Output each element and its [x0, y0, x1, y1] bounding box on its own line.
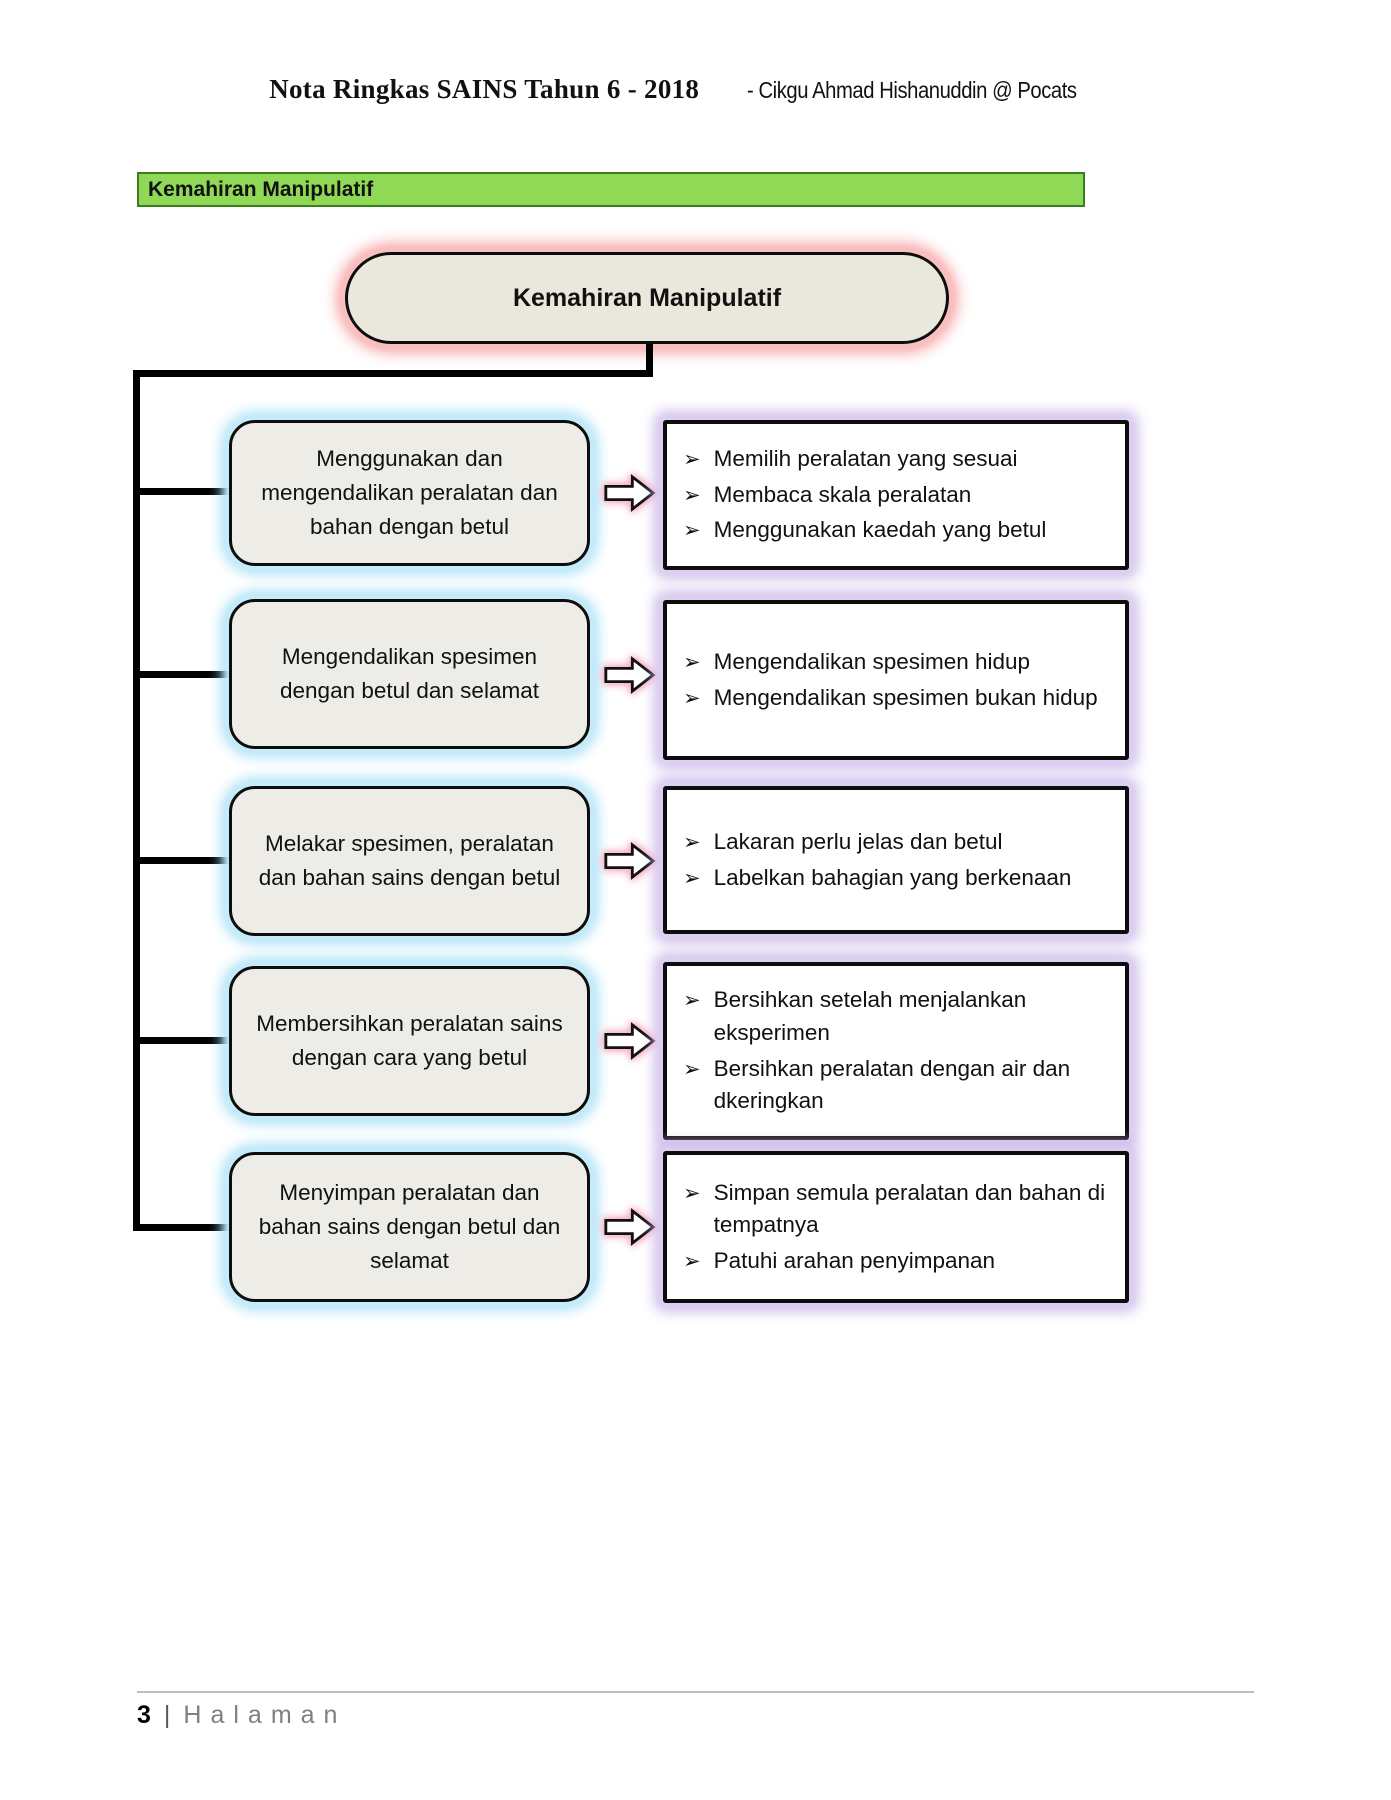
bullet-text: Bersihkan setelah menjalankan eksperimen — [713, 987, 1027, 1045]
connector-stem — [646, 344, 653, 374]
arrow-bullet-icon: ➢ — [683, 1180, 701, 1205]
detail-box-2: ➢ Mengendalikan spesimen hidup ➢ Mengend… — [663, 600, 1129, 760]
section-banner: Kemahiran Manipulatif — [137, 172, 1085, 207]
detail-box-3: ➢ Lakaran perlu jelas dan betul ➢ Labelk… — [663, 786, 1129, 934]
arrow-bullet-icon: ➢ — [683, 649, 701, 674]
detail-box-5: ➢ Simpan semula peralatan dan bahan di t… — [663, 1151, 1129, 1303]
connector-branch-2 — [133, 671, 232, 678]
right-block-arrow-icon — [604, 1208, 656, 1246]
bullet-item: ➢ Simpan semula peralatan dan bahan di t… — [683, 1177, 1109, 1242]
skill-node-3: Melakar spesimen, peralatan dan bahan sa… — [229, 786, 590, 936]
connector-trunk — [133, 370, 140, 1231]
skill-node-2: Mengendalikan spesimen dengan betul dan … — [229, 599, 590, 749]
connector-branch-1 — [133, 488, 232, 495]
connector-branch-5 — [133, 1224, 232, 1231]
bullet-item: ➢ Bersihkan setelah menjalankan eksperim… — [683, 984, 1109, 1049]
bullet-item: ➢ Menggunakan kaedah yang betul — [683, 514, 1109, 547]
bullet-item: ➢ Mengendalikan spesimen bukan hidup — [683, 682, 1109, 715]
arrow-bullet-icon: ➢ — [683, 685, 701, 710]
right-block-arrow-icon — [604, 474, 656, 512]
bullet-text: Menggunakan kaedah yang betul — [713, 517, 1047, 543]
arrow-bullet-icon: ➢ — [683, 447, 701, 472]
footer-rule — [137, 1691, 1254, 1693]
bullet-text: Simpan semula peralatan dan bahan di tem… — [713, 1179, 1106, 1238]
bullet-text: Mengendalikan spesimen bukan hidup — [713, 684, 1098, 710]
bullet-text: Lakaran perlu jelas dan betul — [713, 828, 1003, 854]
bullet-text: Labelkan bahagian yang berkenaan — [713, 864, 1072, 890]
detail-box-4: ➢ Bersihkan setelah menjalankan eksperim… — [663, 962, 1129, 1140]
skill-node-5: Menyimpan peralatan dan bahan sains deng… — [229, 1152, 590, 1302]
arrow-bullet-icon: ➢ — [683, 518, 701, 543]
skill-node-4: Membersihkan peralatan sains dengan cara… — [229, 966, 590, 1116]
skill-node-5-label: Menyimpan peralatan dan bahan sains deng… — [258, 1180, 561, 1273]
root-node-label: Kemahiran Manipulatif — [512, 283, 782, 312]
bullet-item: ➢ Labelkan bahagian yang berkenaan — [683, 862, 1109, 895]
right-block-arrow-icon — [604, 842, 656, 880]
right-block-arrow-icon — [604, 656, 656, 694]
footer-divider: | — [163, 1701, 171, 1729]
connector-branch-4 — [133, 1037, 232, 1044]
arrow-bullet-icon: ➢ — [683, 482, 701, 507]
root-node: Kemahiran Manipulatif — [345, 252, 949, 344]
skill-node-3-label: Melakar spesimen, peralatan dan bahan sa… — [258, 831, 561, 890]
bullet-item: ➢ Memilih peralatan yang sesuai — [683, 443, 1109, 476]
skill-node-2-label: Mengendalikan spesimen dengan betul dan … — [280, 644, 539, 703]
page-header: Nota Ringkas SAINS Tahun 6 - 2018 - Cikg… — [0, 74, 1391, 105]
skill-node-1-label: Menggunakan dan mengendalikan peralatan … — [261, 446, 558, 539]
connector-branch-3 — [133, 857, 232, 864]
arrow-bullet-icon: ➢ — [683, 988, 701, 1013]
footer-label: Halaman — [183, 1701, 347, 1729]
skill-node-1: Menggunakan dan mengendalikan peralatan … — [229, 420, 590, 566]
document-title: Nota Ringkas SAINS Tahun 6 - 2018 — [269, 74, 700, 104]
skill-node-4-label: Membersihkan peralatan sains dengan cara… — [256, 1011, 563, 1070]
arrow-bullet-icon: ➢ — [683, 865, 701, 890]
footer-page-number: 3 — [137, 1701, 151, 1729]
right-block-arrow-icon — [604, 1022, 656, 1060]
bullet-item: ➢ Patuhi arahan penyimpanan — [683, 1245, 1109, 1278]
bullet-item: ➢ Mengendalikan spesimen hidup — [683, 646, 1109, 679]
arrow-bullet-icon: ➢ — [683, 829, 701, 854]
bullet-text: Mengendalikan spesimen hidup — [713, 648, 1031, 674]
document-author: - Cikgu Ahmad Hishanuddin @ Pocats — [747, 77, 1077, 103]
connector-horizontal — [133, 370, 653, 377]
bullet-item: ➢ Membaca skala peralatan — [683, 479, 1109, 512]
bullet-text: Memilih peralatan yang sesuai — [713, 446, 1018, 472]
bullet-text: Bersihkan peralatan dengan air dan dkeri… — [713, 1055, 1071, 1114]
detail-box-1: ➢ Memilih peralatan yang sesuai ➢ Membac… — [663, 420, 1129, 570]
section-banner-label: Kemahiran Manipulatif — [148, 177, 374, 201]
arrow-bullet-icon: ➢ — [683, 1056, 701, 1081]
bullet-item: ➢ Bersihkan peralatan dengan air dan dke… — [683, 1053, 1109, 1118]
bullet-item: ➢ Lakaran perlu jelas dan betul — [683, 826, 1109, 859]
page-footer: 3 | Halaman — [137, 1701, 346, 1730]
arrow-bullet-icon: ➢ — [683, 1248, 701, 1273]
bullet-text: Patuhi arahan penyimpanan — [713, 1247, 996, 1273]
bullet-text: Membaca skala peralatan — [713, 481, 972, 507]
